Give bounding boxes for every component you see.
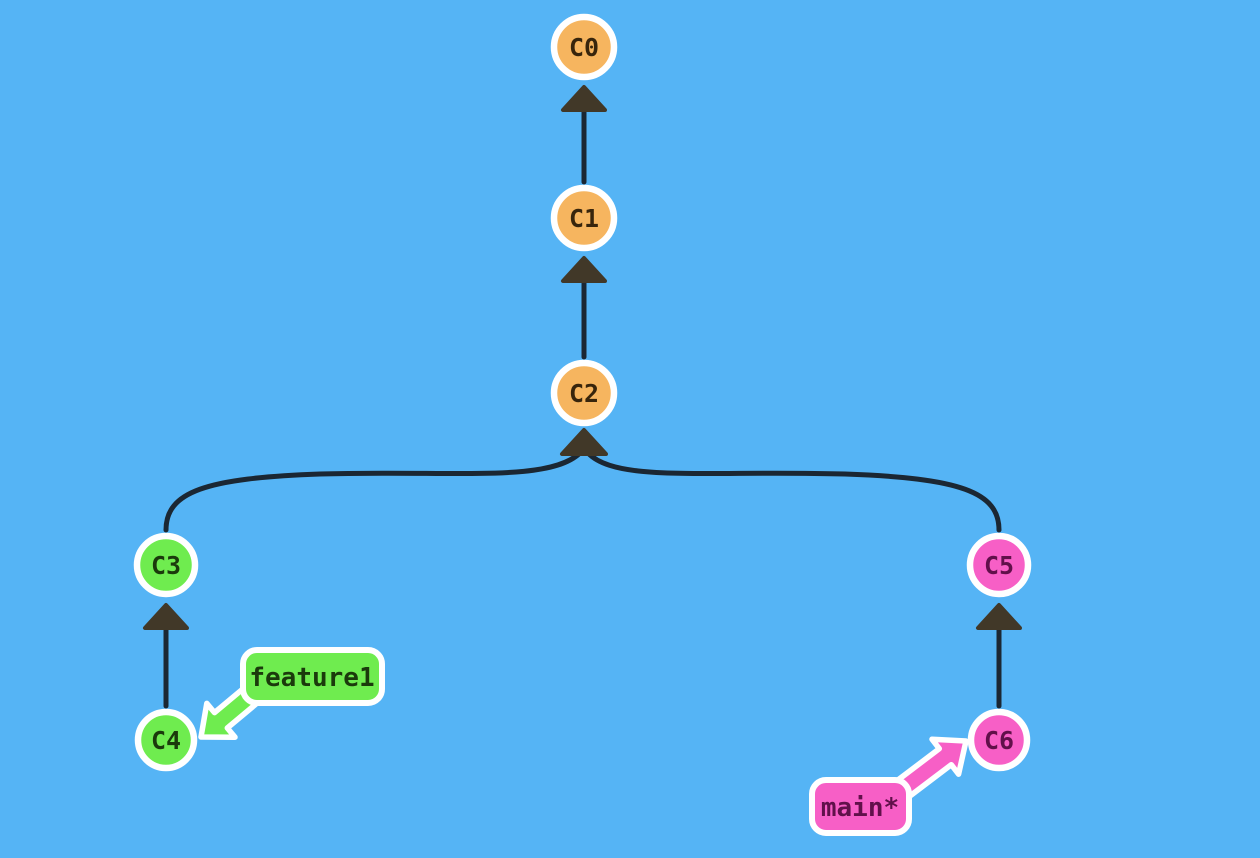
commit-label-c2: C2 (569, 379, 599, 408)
edge-c6-c5 (976, 603, 1022, 709)
main-badge (809, 777, 912, 836)
commit-label-c4: C4 (151, 726, 181, 755)
edge-c5-c2 (585, 450, 1002, 533)
commit-label-c3: C3 (151, 551, 181, 580)
commit-node-c0: C0 (550, 13, 618, 81)
branch-label-feature1: feature1 (198, 647, 385, 740)
commit-label-c0: C0 (569, 33, 599, 62)
commit-node-c3: C3 (133, 532, 199, 598)
commit-node-c4: C4 (134, 708, 198, 772)
main-badge-label: main* (821, 793, 899, 823)
edge-c4-c3 (143, 603, 189, 709)
commit-label-c5: C5 (984, 551, 1014, 580)
commit-node-c5: C5 (966, 532, 1032, 598)
branch-label-main: main* (809, 736, 969, 836)
commit-node-c2: C2 (550, 359, 618, 427)
edge-c3-c2 (163, 450, 583, 533)
feature1-badge-label: feature1 (249, 663, 374, 693)
arrowhead-up-icon (561, 85, 607, 112)
arrowhead-up-icon (561, 256, 607, 283)
edge-c2-c1 (561, 256, 607, 360)
arrowhead-up-icon (560, 428, 608, 456)
commit-node-c6: C6 (967, 708, 1031, 772)
arrowhead-up-icon (976, 603, 1022, 630)
feature1-badge (240, 647, 385, 706)
edge-curve-c3-c2 (163, 450, 583, 533)
commit-node-c1: C1 (550, 184, 618, 252)
commit-label-c1: C1 (569, 204, 599, 233)
commit-edges (143, 85, 1022, 709)
commit-circle-c5 (966, 532, 1032, 598)
commit-circle-c4 (134, 708, 198, 772)
arrowhead-up-icon (143, 603, 189, 630)
edge-curve-c5-c2 (585, 450, 1002, 533)
commit-circle-c2 (550, 359, 618, 427)
commit-circle-c0 (550, 13, 618, 81)
commit-circle-c3 (133, 532, 199, 598)
branch-pointer-arrow-icon (891, 736, 969, 802)
commit-label-c6: C6 (984, 726, 1014, 755)
commit-circle-c1 (550, 184, 618, 252)
commit-circle-c6 (967, 708, 1031, 772)
edge-c1-c0 (561, 85, 607, 185)
